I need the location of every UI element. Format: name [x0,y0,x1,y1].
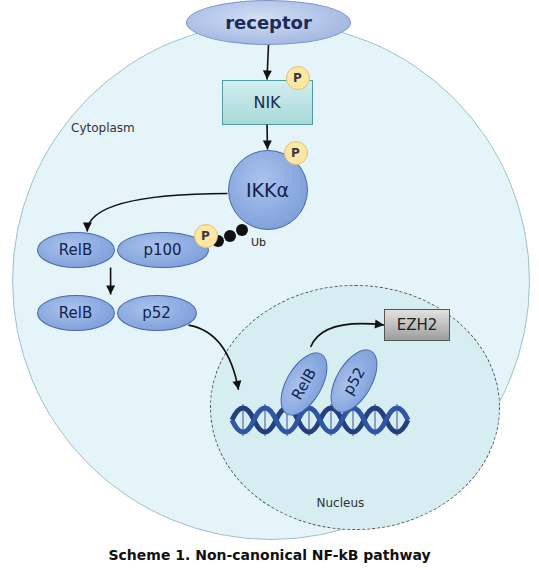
nucleus-ellipse: Nucleus EZH2RelB p52 [210,285,500,530]
node-label: IKKα [246,179,289,201]
node-label: RelB [288,365,320,403]
node-label: P [291,146,300,160]
node-label: P [293,71,302,85]
ubiquitin-label: Ub [251,236,266,249]
node-label: P [201,229,210,243]
node-label: RelB [59,241,92,259]
node-label: RelB [59,304,92,322]
node-label: p100 [143,241,181,259]
protein-oval: p52 [117,295,197,331]
phospho-badge: P [286,66,310,90]
phospho-badge: P [194,224,218,248]
node-label: Nucleus [317,496,365,510]
protein-oval: RelB [37,295,115,331]
receptor-ellipse: receptor [186,0,351,45]
cell-membrane: CytoplasmNIKPIKKαPRelBp100PRelBp52Nucleu… [12,22,530,540]
phospho-badge: P [284,141,308,165]
protein-oval: RelB [37,232,115,268]
node-label: p52 [339,364,369,398]
node-label: EZH2 [397,316,438,334]
gene-box: EZH2 [384,309,450,341]
caption: Scheme 1. Non-canonical NF-kB pathway [0,547,539,563]
node-label: NIK [253,93,280,112]
node-label: Cytoplasm [71,121,135,135]
node-label: p52 [142,304,171,322]
node-label: receptor [225,12,312,33]
